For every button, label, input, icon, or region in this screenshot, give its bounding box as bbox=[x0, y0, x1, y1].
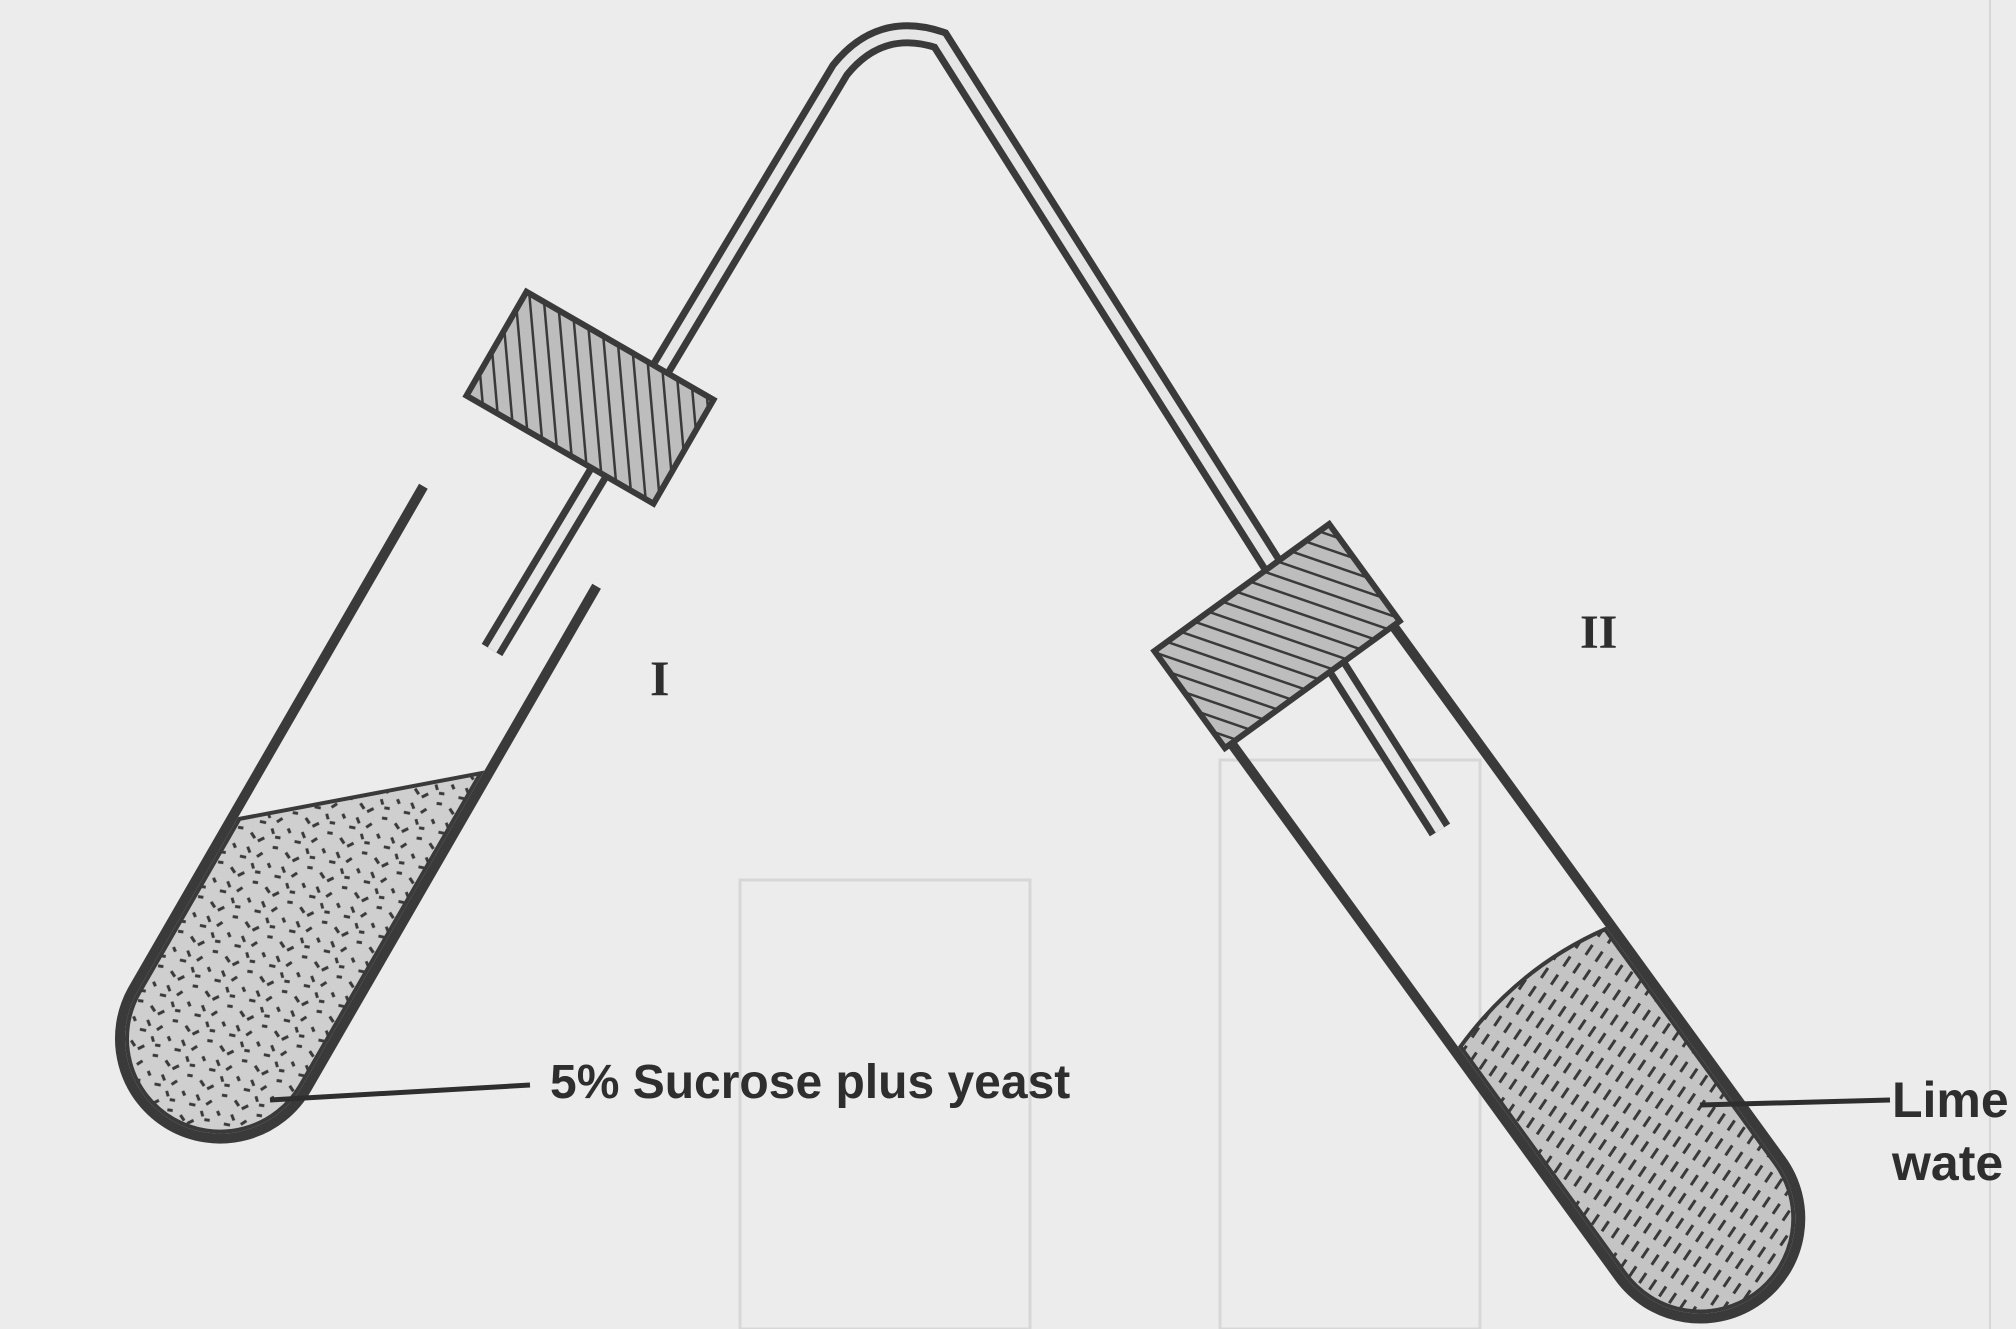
lime-water-label-line2: wate bbox=[1891, 1135, 2003, 1191]
lime-water-label-line1: Lime bbox=[1892, 1072, 2009, 1128]
sucrose-label: 5% Sucrose plus yeast bbox=[550, 1056, 1070, 1109]
tube-one-label: I bbox=[650, 650, 669, 706]
tube-two-label: II bbox=[1580, 606, 1617, 659]
test-tube-two bbox=[1154, 524, 1846, 1329]
background-ghost-print bbox=[740, 0, 1990, 1329]
test-tube-one bbox=[76, 292, 713, 1179]
